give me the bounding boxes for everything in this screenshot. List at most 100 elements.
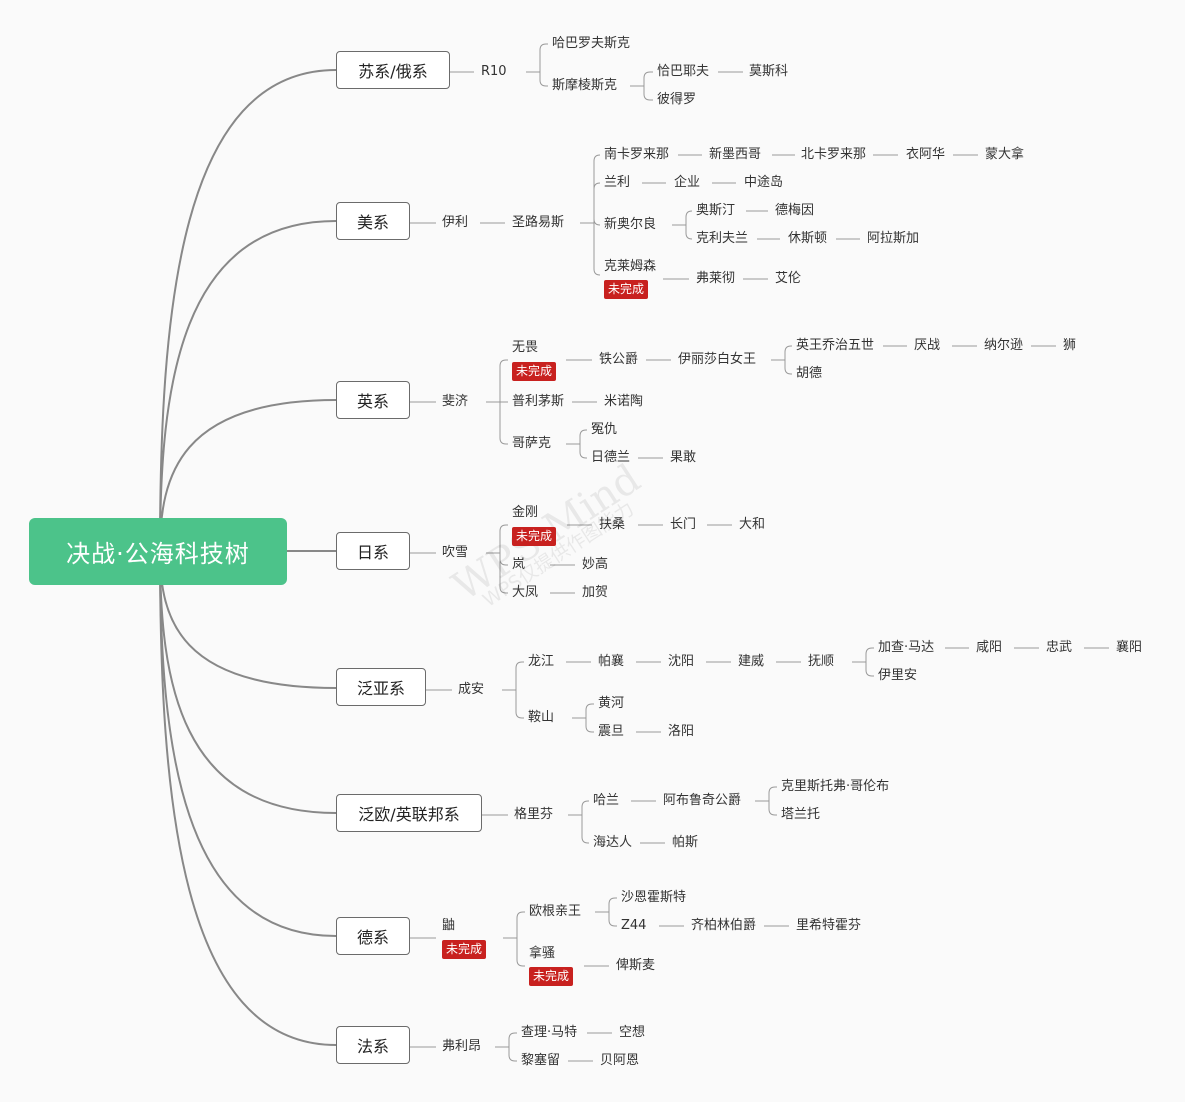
node-uk-ylsb[interactable]: 伊丽莎白女王 <box>678 352 757 367</box>
node-uk-plms[interactable]: 普利茅斯 <box>512 394 565 409</box>
node-jp-lan[interactable]: 岚 <box>512 557 526 572</box>
node-eu-hdr[interactable]: 海达人 <box>593 835 633 850</box>
node-fr-clmt[interactable]: 查理·马特 <box>521 1025 578 1040</box>
node-de-lxt[interactable]: 里希特霍芬 <box>796 918 862 933</box>
node-us-dmy[interactable]: 德梅因 <box>775 203 815 218</box>
node-asia-jw[interactable]: 建威 <box>738 654 765 669</box>
node-de-ns[interactable]: 拿骚 <box>529 946 556 961</box>
node-su-msk[interactable]: 莫斯科 <box>749 64 789 79</box>
node-uk-ww[interactable]: 无畏 <box>512 340 539 355</box>
node-asia-ca[interactable]: 成安 <box>458 682 485 697</box>
node-us-ast[interactable]: 奥斯汀 <box>696 203 736 218</box>
node-asia-ylan[interactable]: 伊里安 <box>878 668 918 683</box>
node-eu-tlt[interactable]: 塔兰托 <box>781 807 821 822</box>
connector-line <box>499 402 508 445</box>
node-de-sehs[interactable]: 沙恩霍斯特 <box>621 890 687 905</box>
node-eu-hl[interactable]: 哈兰 <box>593 793 620 808</box>
node-asia-sy[interactable]: 沈阳 <box>668 654 695 669</box>
category-jp[interactable]: 日系 <box>336 532 410 570</box>
node-uk-gsk[interactable]: 哥萨克 <box>512 436 552 451</box>
node-uk-rdl[interactable]: 日德兰 <box>591 450 631 465</box>
node-us-hsd[interactable]: 休斯顿 <box>788 231 828 246</box>
node-us-nkl[interactable]: 南卡罗来那 <box>604 147 670 162</box>
node-us-zt[interactable]: 中途岛 <box>744 175 784 190</box>
node-de-qbl[interactable]: 齐柏林伯爵 <box>691 918 757 933</box>
node-de-ogq[interactable]: 欧根亲王 <box>529 904 582 919</box>
connector-line <box>579 429 587 444</box>
category-us[interactable]: 美系 <box>336 202 410 240</box>
node-fr-bae[interactable]: 贝阿恩 <box>600 1053 640 1068</box>
node-us-slys[interactable]: 圣路易斯 <box>512 215 565 230</box>
node-us-alsj[interactable]: 阿拉斯加 <box>867 231 920 246</box>
node-jp-fs[interactable]: 扶桑 <box>599 517 626 532</box>
node-us-klms[interactable]: 克莱姆森 <box>604 259 657 274</box>
node-jp-jh[interactable]: 加贺 <box>582 585 609 600</box>
node-eu-glf[interactable]: 格里芬 <box>514 807 554 822</box>
node-fr-flan[interactable]: 弗利昂 <box>442 1039 482 1054</box>
node-uk-gg[interactable]: 果敢 <box>670 450 697 465</box>
node-su-qb[interactable]: 恰巴耶夫 <box>657 64 710 79</box>
node-asia-xiangy[interactable]: 襄阳 <box>1116 640 1143 655</box>
node-uk-qz5[interactable]: 英王乔治五世 <box>796 338 875 353</box>
node-jp-mg[interactable]: 妙高 <box>582 557 609 572</box>
node-jp-df[interactable]: 大凤 <box>512 585 539 600</box>
node-uk-shi[interactable]: 狮 <box>1063 338 1077 353</box>
node-de-z44[interactable]: Z44 <box>621 918 647 933</box>
node-jp-cx[interactable]: 吹雪 <box>442 545 469 560</box>
node-uk-yz[interactable]: 厌战 <box>914 338 941 353</box>
node-us-bkl[interactable]: 北卡罗来那 <box>801 147 867 162</box>
node-de-bsm[interactable]: 俾斯麦 <box>616 958 656 973</box>
node-us-mdn[interactable]: 蒙大拿 <box>985 147 1025 162</box>
node-jp-cm[interactable]: 长门 <box>670 517 697 532</box>
connector-line <box>508 1032 517 1047</box>
node-us-xael[interactable]: 新奥尔良 <box>604 217 657 232</box>
root-node[interactable]: 决战·公海科技树 <box>29 518 287 585</box>
node-asia-zw[interactable]: 忠武 <box>1046 640 1073 655</box>
node-su-sm[interactable]: 斯摩棱斯克 <box>552 78 618 93</box>
node-asia-lj[interactable]: 龙江 <box>528 654 555 669</box>
node-us-ll[interactable]: 兰利 <box>604 175 631 190</box>
node-uk-nex[interactable]: 纳尔逊 <box>984 338 1024 353</box>
node-fr-kx[interactable]: 空想 <box>619 1025 646 1040</box>
connector-line <box>516 911 525 938</box>
node-jp-dh[interactable]: 大和 <box>739 517 766 532</box>
node-uk-hd[interactable]: 胡德 <box>796 366 823 381</box>
category-asia[interactable]: 泛亚系 <box>336 668 426 706</box>
node-eu-ps[interactable]: 帕斯 <box>672 835 699 850</box>
node-fr-lsl[interactable]: 黎塞留 <box>521 1053 561 1068</box>
node-asia-pr[interactable]: 帕襄 <box>598 654 625 669</box>
node-us-al[interactable]: 艾伦 <box>775 271 802 286</box>
connector-line <box>539 72 548 87</box>
node-uk-yc[interactable]: 冤仇 <box>591 422 618 437</box>
node-asia-fs[interactable]: 抚顺 <box>808 654 835 669</box>
connector-line <box>593 182 601 223</box>
node-us-flc[interactable]: 弗莱彻 <box>696 271 736 286</box>
category-uk[interactable]: 英系 <box>336 381 410 419</box>
category-fr[interactable]: 法系 <box>336 1026 410 1064</box>
status-badge-us: 未完成 <box>604 280 649 299</box>
node-su-hb[interactable]: 哈巴罗夫斯克 <box>552 36 631 51</box>
category-de[interactable]: 德系 <box>336 917 410 955</box>
node-asia-xy[interactable]: 咸阳 <box>976 640 1003 655</box>
node-us-yl[interactable]: 伊利 <box>442 215 469 230</box>
node-su-r10[interactable]: R10 <box>481 64 507 79</box>
node-us-xmx[interactable]: 新墨西哥 <box>709 147 762 162</box>
node-us-qy[interactable]: 企业 <box>674 175 701 190</box>
node-uk-mnt[interactable]: 米诺陶 <box>604 394 644 409</box>
node-us-yah[interactable]: 衣阿华 <box>906 147 946 162</box>
node-eu-klst[interactable]: 克里斯托弗·哥伦布 <box>781 779 890 794</box>
node-asia-ly[interactable]: 洛阳 <box>668 724 695 739</box>
category-su[interactable]: 苏系/俄系 <box>336 51 450 89</box>
node-su-bdl[interactable]: 彼得罗 <box>657 92 697 107</box>
node-asia-zd[interactable]: 震旦 <box>598 724 625 739</box>
node-uk-fj[interactable]: 斐济 <box>442 394 469 409</box>
node-eu-abl[interactable]: 阿布鲁奇公爵 <box>663 793 742 808</box>
node-asia-jcmd[interactable]: 加查·马达 <box>878 640 935 655</box>
node-de-root[interactable]: 鼬 <box>442 918 456 933</box>
node-asia-as[interactable]: 鞍山 <box>528 710 555 725</box>
node-us-klfl[interactable]: 克利夫兰 <box>696 231 749 246</box>
node-asia-hh[interactable]: 黄河 <box>598 696 625 711</box>
category-eu[interactable]: 泛欧/英联邦系 <box>336 794 482 832</box>
node-jp-jg[interactable]: 金刚 <box>512 505 539 520</box>
node-uk-tgj[interactable]: 铁公爵 <box>599 352 639 367</box>
